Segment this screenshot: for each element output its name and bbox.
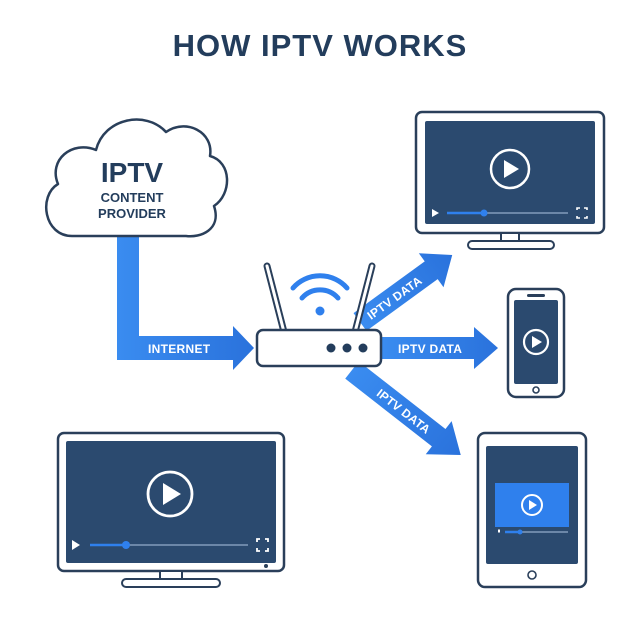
tv-icon [56,431,286,588]
diagram-title: HOW IPTV WORKS [172,28,468,63]
router-led-3 [358,343,368,353]
internet-arrow: INTERNET [117,236,254,370]
internet-label: INTERNET [148,342,211,356]
router-icon [255,262,383,368]
router-led-1 [326,343,336,353]
iptv-data-label-phone: IPTV DATA [398,342,462,356]
wifi-icon [290,273,350,316]
iptv-data-arrow-phone: IPTV DATA [382,327,498,369]
provider-line-provider: PROVIDER [98,206,167,221]
iptv-data-arrow-tablet: IPTV DATA [345,361,461,455]
iptv-data-label-tv: IPTV DATA [365,273,425,322]
provider-line-content: CONTENT [101,190,164,205]
tablet-icon [476,431,588,589]
tv-icon [414,110,606,250]
cloud-icon: IPTV CONTENT PROVIDER [44,118,229,238]
iptv-data-label-tablet: IPTV DATA [374,386,433,437]
smartphone-icon [506,287,566,399]
router-led-2 [342,343,352,353]
play-icon [522,328,550,356]
fullscreen-icon [576,207,588,219]
play-icon [489,148,531,190]
play-icon [521,494,543,516]
fullscreen-icon [256,538,269,552]
provider-title: IPTV [101,157,164,188]
play-icon [146,470,194,518]
